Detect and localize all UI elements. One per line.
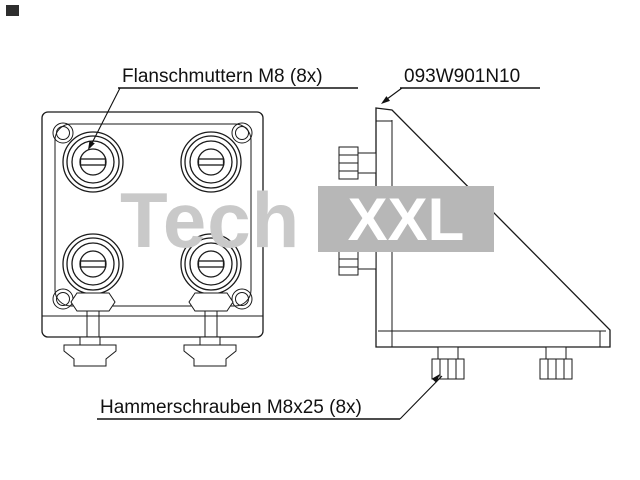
front-view: [41, 111, 264, 367]
annotations: Flanschmuttern M8 (8x) 093W901N10 Hammer…: [88, 66, 540, 420]
side-screw-left-top: [338, 146, 377, 180]
side-screw-bottom-right: [539, 346, 573, 380]
corner-hole-top-left: [52, 122, 74, 144]
hammer-screws-leader: [399, 375, 443, 420]
side-screw-bottom-left: [431, 346, 465, 380]
watermark: Tech XXL: [120, 176, 494, 264]
hammer-screw-head-left: [63, 336, 117, 367]
flange-nut-bottom-left: [62, 233, 124, 295]
flange-nuts-leader: [89, 87, 121, 148]
flange-nuts-arrowhead: [88, 140, 95, 150]
corner-hole-bottom-left: [52, 288, 74, 310]
plate-outline: [41, 111, 264, 338]
bracket-outline: [375, 107, 611, 348]
hammer-screws-arrowhead: [431, 374, 440, 383]
watermark-tech-text: Tech: [120, 176, 300, 264]
watermark-box: [318, 186, 494, 252]
hammer-screws-label: Hammerschrauben M8x25 (8x): [100, 397, 362, 418]
flange-nuts-label: Flanschmuttern M8 (8x): [122, 66, 323, 87]
hex-nut-left: [70, 292, 116, 312]
hammer-screw-head-right: [183, 336, 237, 367]
part-number-label: 093W901N10: [404, 66, 520, 87]
corner-hole-top-right: [231, 122, 253, 144]
corner-hole-bottom-right: [231, 288, 253, 310]
plate-inner-outline: [54, 123, 252, 307]
corner-logo-artifact: [6, 5, 19, 16]
part-number-arrowhead: [381, 96, 390, 104]
hex-nut-right: [188, 292, 234, 312]
watermark-xxl-text: XXL: [348, 186, 465, 253]
